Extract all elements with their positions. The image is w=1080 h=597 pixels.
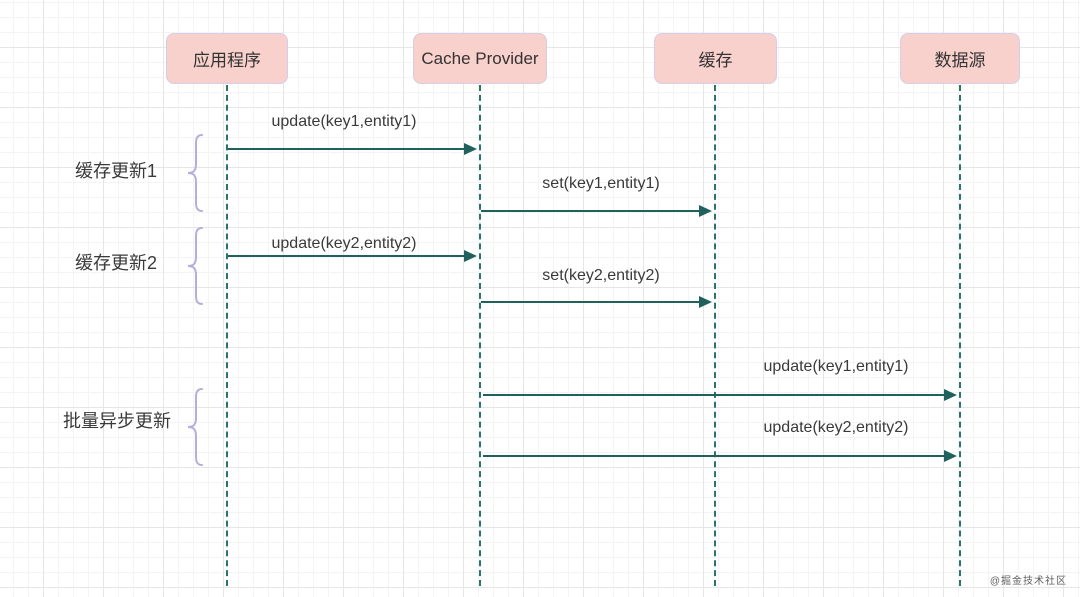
arrowhead-icon — [944, 450, 957, 462]
watermark: @掘金技术社区 — [989, 576, 1067, 587]
message-label-update-key2: update(key2,entity2) — [271, 235, 417, 252]
arrowhead-icon — [944, 389, 957, 401]
actor-application: 应用程序 — [166, 33, 288, 84]
message-arrow-update-key2 — [228, 250, 477, 262]
actor-cache-provider: Cache Provider — [413, 33, 547, 84]
group-label-cache-update-1: 缓存更新1 — [75, 161, 158, 181]
actor-cache-label: 缓存 — [698, 51, 733, 70]
message-arrow-batch-update-key1 — [483, 389, 957, 401]
brace-icon — [187, 134, 203, 212]
brace-icon — [187, 388, 203, 466]
arrowhead-icon — [699, 205, 712, 217]
arrowhead-icon — [464, 250, 477, 262]
brace-icon — [187, 227, 203, 305]
lifeline-datasource — [959, 85, 961, 586]
actor-cache: 缓存 — [654, 33, 777, 84]
arrowhead-icon — [464, 143, 477, 155]
arrow-line — [483, 394, 946, 396]
message-label-set-key2: set(key2,entity2) — [542, 267, 660, 284]
message-label-set-key1: set(key1,entity1) — [542, 175, 660, 192]
message-label-batch-update-key1: update(key1,entity1) — [763, 358, 909, 375]
message-arrow-batch-update-key2 — [483, 450, 957, 462]
arrow-line — [481, 301, 701, 303]
actor-datasource-label: 数据源 — [934, 51, 986, 70]
message-label-batch-update-key2: update(key2,entity2) — [763, 419, 909, 436]
message-arrow-set-key2 — [481, 296, 712, 308]
arrowhead-icon — [699, 296, 712, 308]
lifeline-cache — [714, 85, 716, 586]
arrow-line — [483, 455, 946, 457]
actor-datasource: 数据源 — [900, 33, 1020, 84]
arrow-line — [228, 255, 466, 257]
message-label-update-key1: update(key1,entity1) — [271, 113, 417, 130]
arrow-line — [481, 210, 701, 212]
group-label-cache-update-2: 缓存更新2 — [75, 253, 158, 273]
lifeline-cache-provider — [479, 85, 481, 586]
message-arrow-update-key1 — [228, 143, 477, 155]
arrow-line — [228, 148, 466, 150]
group-label-batch-async-update: 批量异步更新 — [63, 411, 171, 431]
actor-application-label: 应用程序 — [193, 51, 261, 70]
lifeline-application — [226, 85, 228, 586]
actor-cache-provider-label: Cache Provider — [421, 48, 539, 68]
message-arrow-set-key1 — [481, 205, 712, 217]
